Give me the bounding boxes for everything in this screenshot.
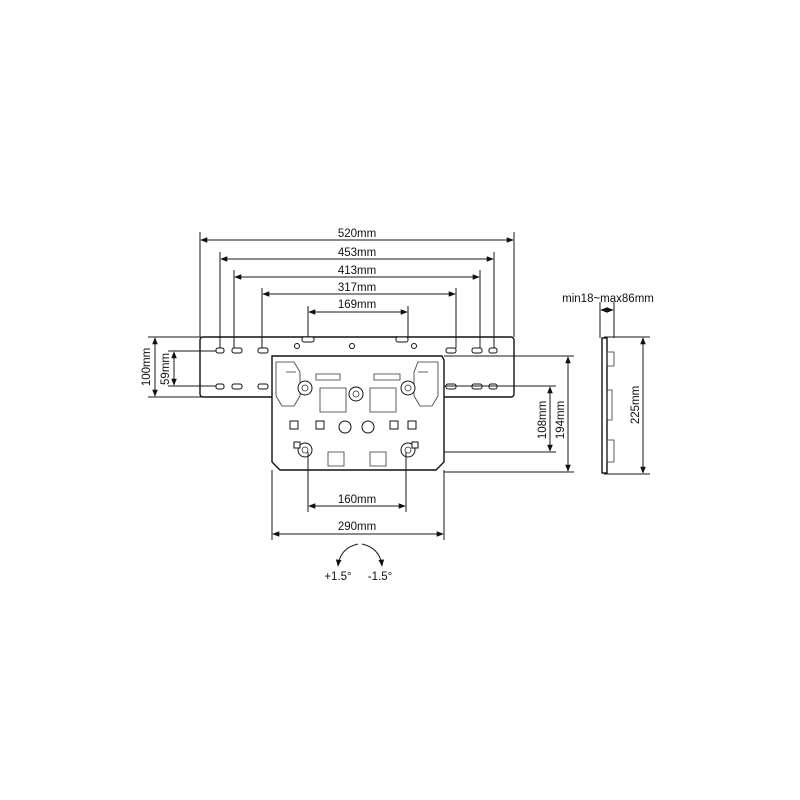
dim-413-label: 413mm: [338, 265, 376, 277]
tilt-indicator: [335, 543, 385, 567]
dim-194-label: 194mm: [555, 401, 567, 439]
dim-317-label: 317mm: [338, 282, 376, 294]
dim-453-label: 453mm: [338, 247, 376, 259]
dimension-lines: [148, 232, 574, 540]
tv-plate: [271, 355, 445, 471]
dim-59-label: 59mm: [160, 353, 172, 385]
tilt-minus-label: -1.5°: [368, 571, 392, 583]
dim-520-label: 520mm: [338, 228, 376, 240]
dim-225-label: 225mm: [630, 386, 642, 424]
dim-100-label: 100mm: [141, 348, 153, 386]
side-view: [599, 302, 650, 475]
depth-range-label: min18~max86mm: [562, 293, 654, 305]
dim-290-label: 290mm: [338, 521, 376, 533]
dim-108-label: 108mm: [537, 401, 549, 439]
tilt-plus-label: +1.5°: [324, 571, 351, 583]
dim-169-label: 169mm: [338, 299, 376, 311]
dim-160-label: 160mm: [338, 494, 376, 506]
